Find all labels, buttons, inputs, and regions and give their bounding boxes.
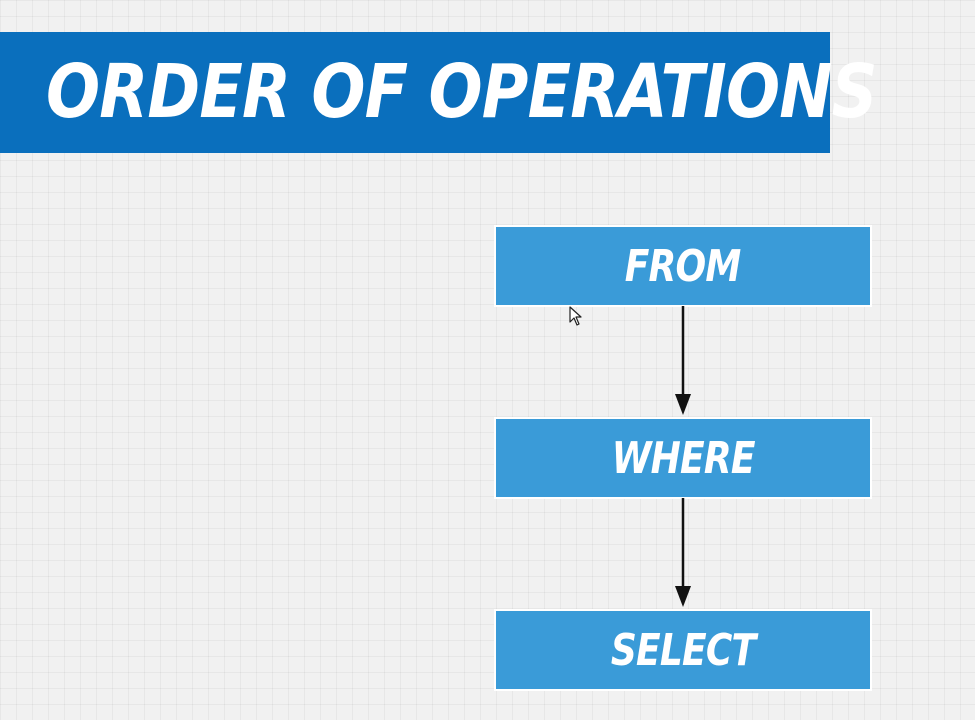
title-banner: ORDER OF OPERATIONS (0, 32, 877, 153)
step-box-where: WHERE (496, 419, 870, 497)
step-label-from: FROM (625, 240, 742, 292)
step-label-where: WHERE (611, 432, 756, 484)
step-label-select: SELECT (610, 624, 756, 676)
arrow-from-to-where (672, 306, 694, 416)
mouse-cursor-icon (569, 306, 583, 326)
page-title: ORDER OF OPERATIONS (46, 49, 877, 135)
step-box-select: SELECT (496, 611, 870, 689)
arrow-where-to-select (672, 498, 694, 608)
step-box-from: FROM (496, 227, 870, 305)
